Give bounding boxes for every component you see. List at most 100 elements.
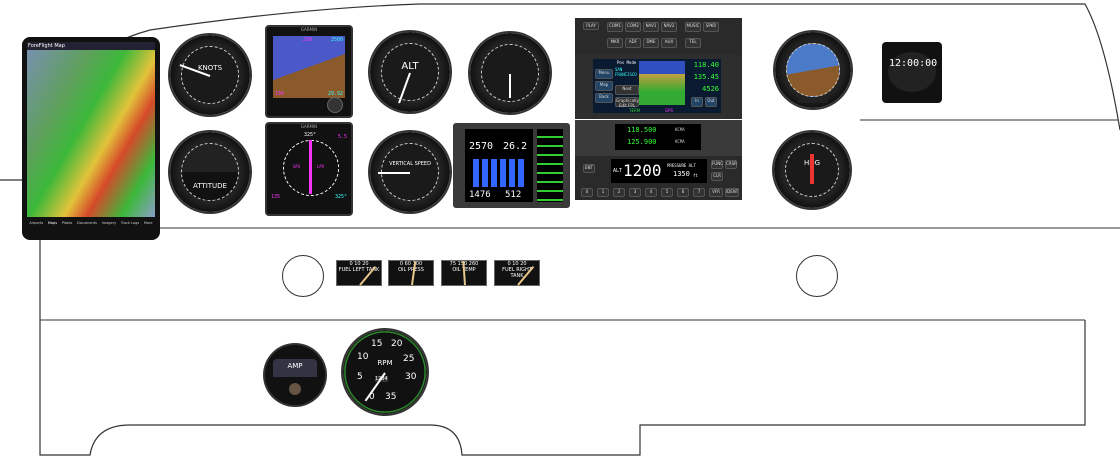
vsi-needle <box>378 172 410 174</box>
nav-com-active-id: KCMA <box>675 127 685 132</box>
tick: 0 <box>507 261 511 267</box>
heading-indicator: HDG <box>774 132 850 208</box>
tick: 15 <box>371 339 383 349</box>
course-needle <box>309 140 312 194</box>
ammeter: AMP <box>265 345 325 405</box>
pfd-baro: 29.92 <box>327 91 343 97</box>
pfd-knob[interactable] <box>327 97 343 113</box>
hsi-mode: LPV <box>317 164 325 169</box>
xpdr-key-1[interactable]: 1 <box>597 188 609 197</box>
gtn-menu-button[interactable]: Menu <box>595 69 613 79</box>
xpdr-key-2[interactable]: 2 <box>613 188 625 197</box>
tab-documents[interactable]: Documents <box>77 221 97 225</box>
hsi-course: 325° <box>304 132 317 138</box>
gtn-com-active: 118.40 <box>693 61 719 69</box>
xpdr-key-3[interactable]: 3 <box>629 188 641 197</box>
tick: 0 <box>399 261 404 267</box>
aux-button[interactable]: AUX <box>661 38 677 48</box>
nav-com-standby: 125.900 <box>627 138 657 146</box>
g5-pfd: GARMIN 250 2500 150 29.92 <box>265 25 353 118</box>
pfd-heading: 250 <box>303 37 313 43</box>
xpdr-func-button[interactable]: FUNC <box>711 160 723 169</box>
tick: 30 <box>405 372 417 382</box>
play-button[interactable]: PLAY <box>583 22 599 30</box>
dme-button[interactable]: DME <box>643 38 659 48</box>
xpdr-clr-button[interactable]: CLR <box>711 172 723 181</box>
oil-press-label: OIL PRESS <box>398 267 424 273</box>
xpdr-key-4[interactable]: 4 <box>645 188 657 197</box>
gtn-xpdr: 4526 <box>702 85 719 93</box>
gtn-zoom-in-button[interactable]: In <box>691 97 703 107</box>
mkr-button[interactable]: MKR <box>607 38 623 48</box>
tick: 60 <box>404 261 411 267</box>
vsi-label: VERTICAL SPEED <box>389 160 431 167</box>
weather-radar-map[interactable]: ForeFlight Map <box>27 42 155 217</box>
tick: 20 <box>362 261 369 267</box>
xpdr-vfr-button[interactable]: VFR <box>709 188 723 197</box>
nav2-button[interactable]: NAV2 <box>661 22 677 32</box>
xpdr-crsr-button[interactable]: CRSR <box>725 160 737 169</box>
gtn-next-button[interactable]: Next <box>615 85 639 95</box>
ammeter-knob <box>289 383 301 395</box>
fuel-right-label: FUEL RIGHT TANK <box>502 267 532 279</box>
audio-panel: PLAY COM1 COM2 NAV1 NAV2 MUSIC SPKR MKR … <box>575 18 742 55</box>
xpdr-ident-button[interactable]: IDENT <box>725 188 739 197</box>
tick: 20 <box>520 261 527 267</box>
tick: 10 <box>357 352 369 362</box>
g5-hsi: GARMIN 325° 5.5 GPS LPV 135 325° <box>265 122 353 216</box>
xpdr-key-6[interactable]: 6 <box>677 188 689 197</box>
xpdr-mode: ALT <box>613 168 623 174</box>
backup-attitude-label: PUSH TO CAGE <box>797 98 829 104</box>
tick: 5 <box>357 372 363 382</box>
nav1-button[interactable]: NAV1 <box>643 22 659 32</box>
airplane-icon <box>810 154 814 184</box>
tick: 0 <box>369 392 375 402</box>
gtn-zoom-out-button[interactable]: Out <box>705 97 717 107</box>
gtn-tab-gps[interactable]: GPS <box>665 108 674 113</box>
transponder: ALT 1200 PRESSURE ALT 1350 ft FUNC CRSR … <box>575 156 742 200</box>
egt-readout: 1476 <box>469 190 491 200</box>
altimeter: ALT <box>370 32 450 112</box>
tab-airports[interactable]: Airports <box>29 221 44 225</box>
tab-plates[interactable]: Plates <box>61 221 73 225</box>
xpdr-key-7[interactable]: 7 <box>693 188 705 197</box>
ipad-tab-bar: Airports Maps Plates Documents Imagery T… <box>27 221 155 225</box>
tick: 0 <box>349 261 353 267</box>
gtn-map-button[interactable]: Map <box>595 81 613 91</box>
gtn-tab-term[interactable]: TERM <box>629 108 641 113</box>
nav-indicator <box>470 33 550 113</box>
panel-hole-left <box>282 255 324 297</box>
adf-button[interactable]: ADF <box>625 38 641 48</box>
gtn-edit-fpl-button[interactable]: Graphically Edit FPL <box>615 97 639 108</box>
music-button[interactable]: MUSIC <box>685 22 701 32</box>
xpdr-ent-button[interactable]: ENT <box>583 164 595 173</box>
tel-button[interactable]: TEL <box>685 38 701 48</box>
airspeed-indicator: KNOTS <box>170 35 250 115</box>
xpdr-pressure-alt: 1350 <box>673 170 690 178</box>
tab-maps[interactable]: Maps <box>47 221 58 225</box>
panel-hole-right <box>796 255 838 297</box>
map-title: ForeFlight Map <box>27 42 155 50</box>
tab-track-logs[interactable]: Track Logs <box>120 221 140 225</box>
tab-more[interactable]: More <box>143 221 153 225</box>
hsi-groundspeed: 135 <box>271 194 281 200</box>
xpdr-key-5[interactable]: 5 <box>661 188 673 197</box>
gtn-display: Pos Mode SAN FRANCISCO Menu Map Back Nex… <box>593 59 721 113</box>
com2-button[interactable]: COM2 <box>625 22 641 32</box>
gtn-back-button[interactable]: Back <box>595 93 613 103</box>
ipad-map[interactable]: ForeFlight Map Airports Maps Plates Docu… <box>22 37 160 240</box>
tab-imagery[interactable]: Imagery <box>101 221 117 225</box>
tick: 100 <box>412 261 423 267</box>
attitude-label: ATTITUDE <box>193 181 227 190</box>
xpdr-key-0[interactable]: 0 <box>581 188 593 197</box>
xpdr-code: 1200 <box>623 161 662 180</box>
map-readout: 26.2 <box>503 141 528 152</box>
spkr-button[interactable]: SPKR <box>703 22 719 32</box>
cht-readout: 512 <box>505 190 522 200</box>
pfd-altitude: 2500 <box>330 37 343 43</box>
tick: 20 <box>391 339 403 349</box>
com1-button[interactable]: COM1 <box>607 22 623 32</box>
gtn-moving-map[interactable] <box>639 61 685 105</box>
